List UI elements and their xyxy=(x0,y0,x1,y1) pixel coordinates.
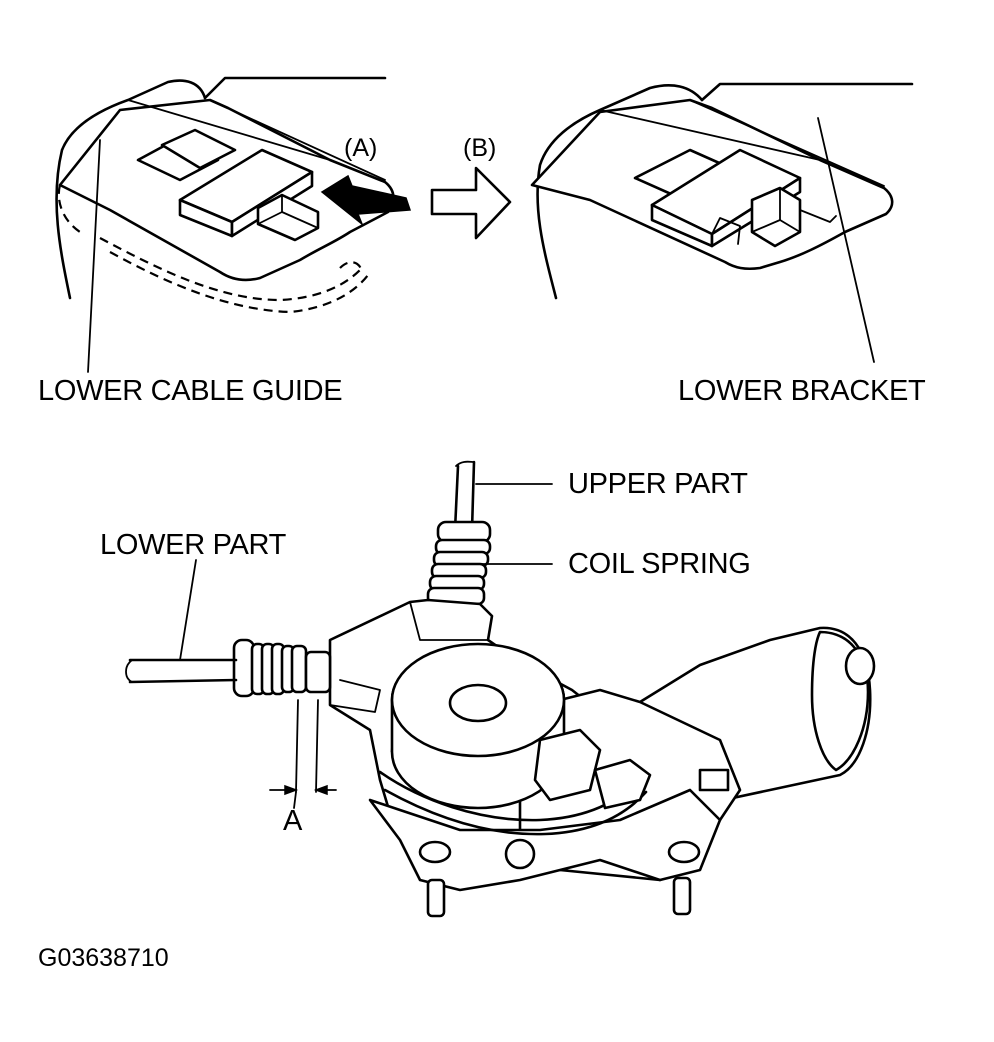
lower-bracket-label: LOWER BRACKET xyxy=(678,375,926,407)
view-a-label: (A) xyxy=(344,134,377,162)
lower-part-leader xyxy=(179,559,197,661)
dimension-a-label: A xyxy=(283,805,303,837)
lower-part-label: LOWER PART xyxy=(100,529,287,561)
coil-spring-label: COIL SPRING xyxy=(568,548,751,580)
lower-cable-guide-view xyxy=(55,76,412,373)
upper-part-label: UPPER PART xyxy=(568,468,748,500)
view-b-label: (B) xyxy=(463,134,496,162)
lower-coil-spring xyxy=(232,638,332,698)
upper-coil-spring xyxy=(426,520,492,606)
motor-assembly xyxy=(125,460,876,918)
figure-code: G03638710 xyxy=(38,944,169,972)
transition-arrow xyxy=(430,166,512,240)
lower-bracket-view xyxy=(530,82,914,363)
lower-cable-guide-label: LOWER CABLE GUIDE xyxy=(38,375,342,407)
